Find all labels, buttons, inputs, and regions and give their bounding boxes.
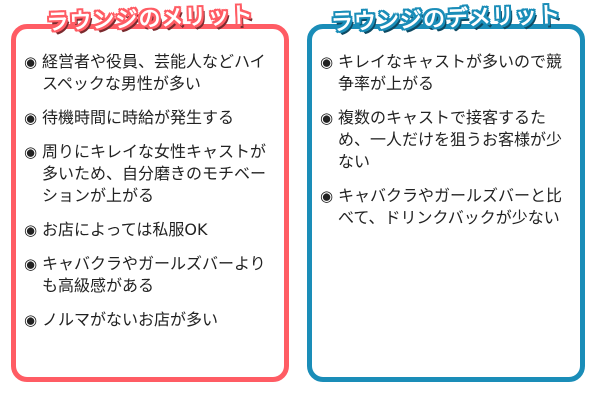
merit-item-text: 周りにキレイな女性キャストが多いため、自分磨きのモチベーションが上がる [42,142,267,205]
merit-item-text: お店によっては私服OK [42,220,208,239]
bullet-icon: ◉ [24,221,38,239]
merit-item-text: キャバクラやガールズバーよりも高級感がある [42,254,266,295]
demerit-item-text: キャバクラやガールズバーと比べて、ドリンクバックが少ない [338,186,563,227]
demerit-item: ◉ キャバクラやガールズバーと比べて、ドリンクバックが少ない [320,185,572,229]
merit-item-text: 経営者や役員、芸能人などハイスペックな男性が多い [42,52,266,93]
bullet-icon: ◉ [320,187,334,205]
merit-item-text: 待機時間に時給が発生する [42,108,235,127]
demerit-item: ◉ キレイなキャストが多いので競争率が上がる [320,51,572,95]
merit-item: ◉ 周りにキレイな女性キャストが多いため、自分磨きのモチベーションが上がる [24,141,276,207]
demerit-item-text: 複数のキャストで接客するため、一人だけを狙うお客様が少ない [338,108,563,171]
merits-panel: ラウンジのメリット ◉ 経営者や役員、芸能人などハイスペックな男性が多い ◉ 待… [11,3,289,382]
bullet-icon: ◉ [24,53,38,71]
demerit-item-text: キレイなキャストが多いので競争率が上がる [338,52,563,93]
bullet-icon: ◉ [320,109,334,127]
bullet-icon: ◉ [24,109,38,127]
bullet-icon: ◉ [320,53,334,71]
demerit-item: ◉ 複数のキャストで接客するため、一人だけを狙うお客様が少ない [320,107,572,173]
merit-item: ◉ お店によっては私服OK [24,219,276,241]
bullet-icon: ◉ [24,255,38,273]
merit-item: ◉ 経営者や役員、芸能人などハイスペックな男性が多い [24,51,276,95]
demerits-panel: ラウンジのデメリット ◉ キレイなキャストが多いので競争率が上がる ◉ 複数のキ… [307,3,585,382]
bullet-icon: ◉ [24,311,38,329]
merits-list: ◉ 経営者や役員、芸能人などハイスペックな男性が多い ◉ 待機時間に時給が発生す… [16,29,284,331]
bullet-icon: ◉ [24,143,38,161]
merit-item: ◉ キャバクラやガールズバーよりも高級感がある [24,253,276,297]
merit-item: ◉ ノルマがないお店が多い [24,309,276,331]
demerits-list: ◉ キレイなキャストが多いので競争率が上がる ◉ 複数のキャストで接客するため、… [312,29,580,229]
merit-item: ◉ 待機時間に時給が発生する [24,107,276,129]
merit-item-text: ノルマがないお店が多い [42,310,219,329]
